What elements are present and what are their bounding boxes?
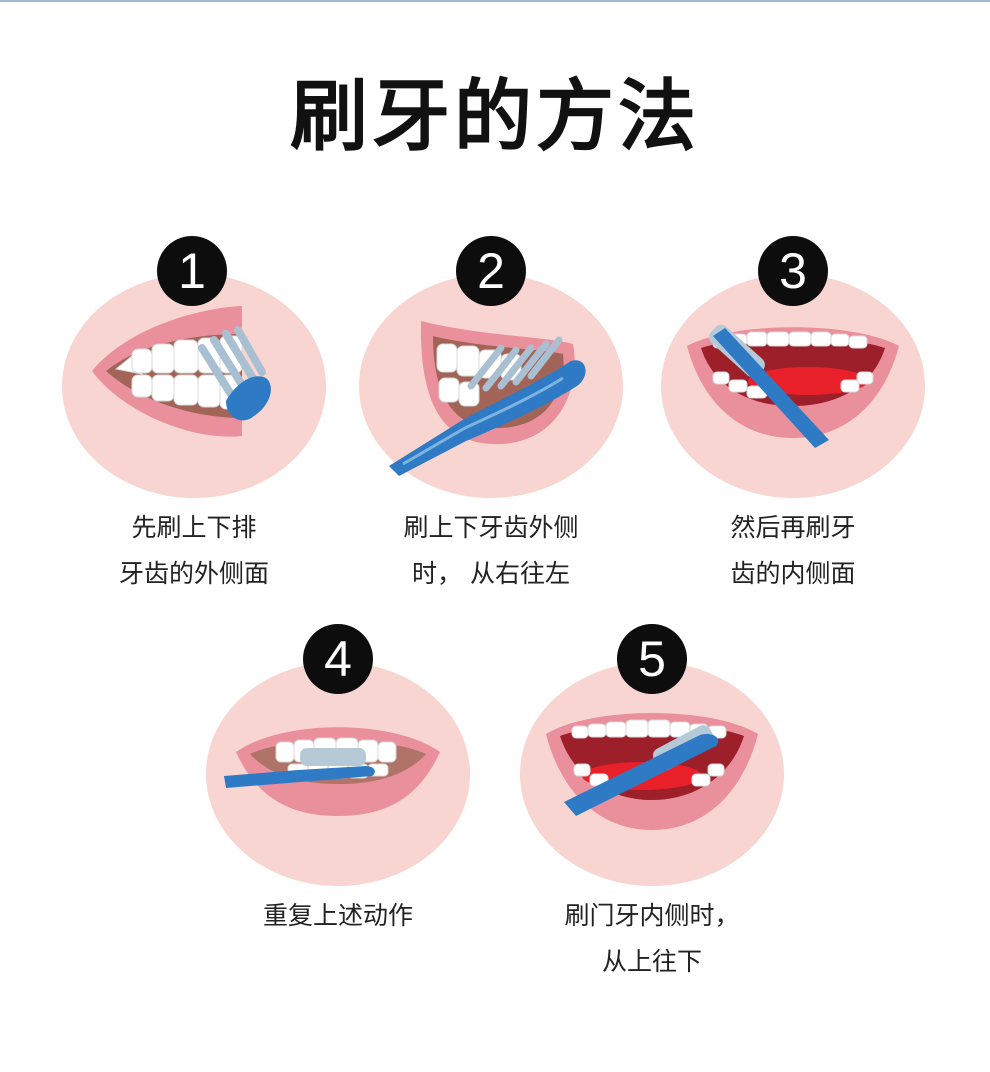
toothbrush	[564, 725, 719, 816]
step-caption-line-2: 牙齿的外侧面	[118, 559, 269, 588]
step-number-badge: 3	[758, 236, 828, 306]
page-title: 刷牙的方法	[289, 72, 700, 162]
step-5-illustration	[520, 662, 784, 886]
step-caption-line-1: 刷门牙内侧时，	[564, 901, 740, 930]
step-3: 3 然后再刷牙 齿的内侧面	[643, 236, 943, 596]
toothbrush	[709, 324, 829, 448]
step-caption-line-1: 先刷上下排	[131, 513, 257, 542]
step-1-illustration	[62, 274, 326, 498]
step-caption-line-2: 从上往下	[601, 947, 702, 976]
teeth	[114, 335, 243, 410]
toothbrush	[389, 336, 586, 476]
step-number-badge: 2	[456, 236, 526, 306]
step-number-badge: 1	[157, 236, 227, 306]
teeth	[436, 343, 522, 407]
step-caption-line-1: 然后再刷牙	[730, 513, 856, 542]
step-caption-line-2: 齿的内侧面	[730, 559, 856, 588]
step-5: 5 刷门牙内侧时， 从上往下	[502, 624, 802, 984]
step-number-badge: 4	[303, 624, 373, 694]
step-number-badge: 5	[617, 624, 687, 694]
toothbrush	[198, 326, 271, 421]
step-caption-line-2: 时， 从右往左	[412, 559, 570, 588]
step-caption-line-1: 重复上述动作	[262, 901, 413, 930]
step-caption-line-1: 刷上下牙齿外侧	[403, 513, 579, 542]
top-divider	[0, 0, 990, 2]
step-2-illustration	[359, 274, 623, 498]
step-1: 1 先刷上下排 牙齿的外侧面	[44, 236, 344, 596]
step-4-illustration	[206, 662, 470, 886]
step-3-illustration	[661, 274, 925, 498]
step-4: 4 重复上述动作	[188, 624, 488, 984]
toothbrush	[224, 748, 375, 788]
step-2: 2 刷上下牙齿外侧 时， 从右往左	[341, 236, 641, 596]
